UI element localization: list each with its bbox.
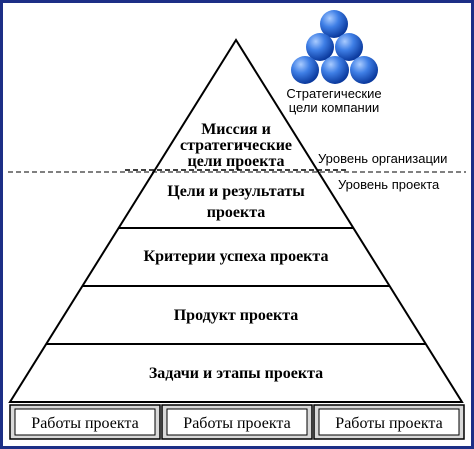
level-1-line-1: Миссия и	[201, 121, 271, 138]
level-2-line-1: Цели и результаты	[167, 183, 305, 200]
work-box-label: Работы проекта	[335, 415, 442, 432]
strategic-goals-balls	[291, 10, 378, 84]
strategic-goals-label-line-1: Стратегические	[286, 86, 381, 101]
work-box-label: Работы проекта	[31, 415, 138, 432]
goal-ball	[335, 33, 363, 61]
work-box: Работы проекта	[9, 404, 161, 440]
strategic-goals-label-line-2: цели компании	[289, 100, 380, 115]
level-2-line-2: проекта	[207, 204, 266, 221]
goal-ball	[306, 33, 334, 61]
level-4-label: Продукт проекта	[174, 307, 299, 324]
project-level-label: Уровень проекта	[338, 177, 440, 192]
work-box: Работы проекта	[161, 404, 313, 440]
work-box: Работы проекта	[313, 404, 465, 440]
goal-ball	[321, 56, 349, 84]
level-3-label: Критерии успеха проекта	[144, 248, 329, 265]
level-5-label: Задачи и этапы проекта	[149, 365, 323, 382]
organization-level-label: Уровень организации	[318, 151, 447, 166]
goal-ball	[350, 56, 378, 84]
level-1-line-3: цели проекта	[187, 153, 284, 170]
level-1-line-2: стратегические	[180, 137, 292, 154]
work-box-label: Работы проекта	[183, 415, 290, 432]
pyramid	[8, 38, 464, 403]
goal-ball	[291, 56, 319, 84]
goal-ball	[320, 10, 348, 38]
